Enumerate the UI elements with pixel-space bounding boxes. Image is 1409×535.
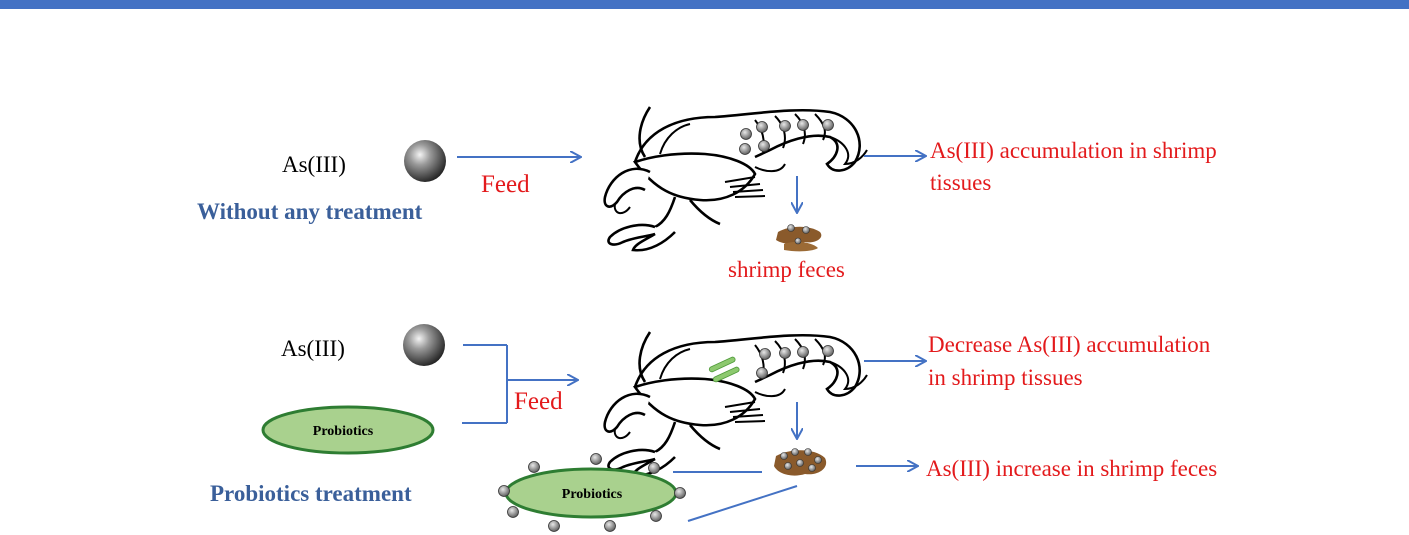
probiotics-label-2: Probiotics [561, 487, 623, 502]
probiotics-feces-connector-2 [687, 485, 798, 522]
arsenic-particle-icon [404, 140, 446, 182]
probiotics-in-shrimp-icon [708, 356, 740, 383]
treatment-label-2: Probiotics treatment [210, 481, 412, 506]
shrimp-feces-icon [776, 224, 822, 252]
feces-increase-text: As(III) increase in shrimp feces [926, 456, 1218, 481]
shrimp-arsenic-dots-2 [756, 345, 834, 379]
tissue-accumulation-text-2: tissues [930, 170, 992, 195]
probiotics-ellipse [261, 405, 435, 455]
tissue-accumulation-text: As(III) accumulation in shrimp [930, 138, 1217, 163]
as-iii-label: As(III) [282, 152, 346, 177]
decrease-accumulation-text-2: in shrimp tissues [928, 365, 1083, 390]
arsenic-particle-icon-2 [403, 324, 445, 366]
decrease-accumulation-text: Decrease As(III) accumulation [928, 332, 1211, 357]
shrimp-feces-icon-2 [774, 448, 827, 476]
feed-bracket [462, 344, 508, 424]
shrimp-arsenic-dots [739, 119, 834, 155]
feed-label-2: Feed [514, 388, 563, 415]
bound-arsenic-dots [498, 453, 686, 532]
treatment-label: Without any treatment [197, 199, 423, 224]
feed-label: Feed [481, 171, 530, 198]
as-iii-label-2: As(III) [281, 336, 345, 361]
top-accent-bar [0, 0, 1409, 9]
shrimp-feces-label: shrimp feces [728, 257, 845, 282]
probiotics-label: Probiotics [312, 424, 374, 439]
